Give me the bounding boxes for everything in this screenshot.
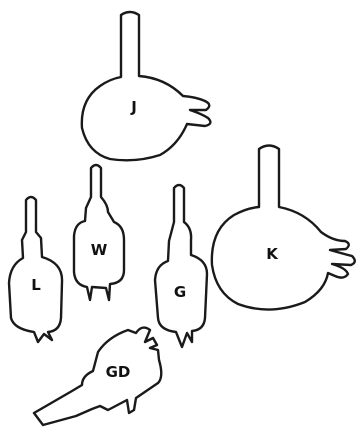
tube-g-outline <box>153 183 209 349</box>
bulb-j-label: J <box>130 98 137 116</box>
tube-w-outline <box>72 163 126 302</box>
tube-gd-outline <box>32 326 163 427</box>
bulb-j-outline <box>80 10 212 162</box>
bulb-k: K <box>210 144 356 311</box>
tube-l-label: L <box>31 276 41 294</box>
tube-gd: GD <box>32 326 163 427</box>
tube-w: W <box>72 163 126 302</box>
bulb-k-label: K <box>266 245 279 263</box>
tube-w-label: W <box>91 241 108 259</box>
tube-l-outline <box>7 195 64 344</box>
tube-l: L <box>7 195 64 344</box>
tube-g: G <box>153 183 209 349</box>
tube-gd-label: GD <box>106 363 131 381</box>
bulb-k-outline <box>210 144 356 311</box>
bulb-j: J <box>80 10 212 162</box>
tube-g-label: G <box>174 283 186 301</box>
